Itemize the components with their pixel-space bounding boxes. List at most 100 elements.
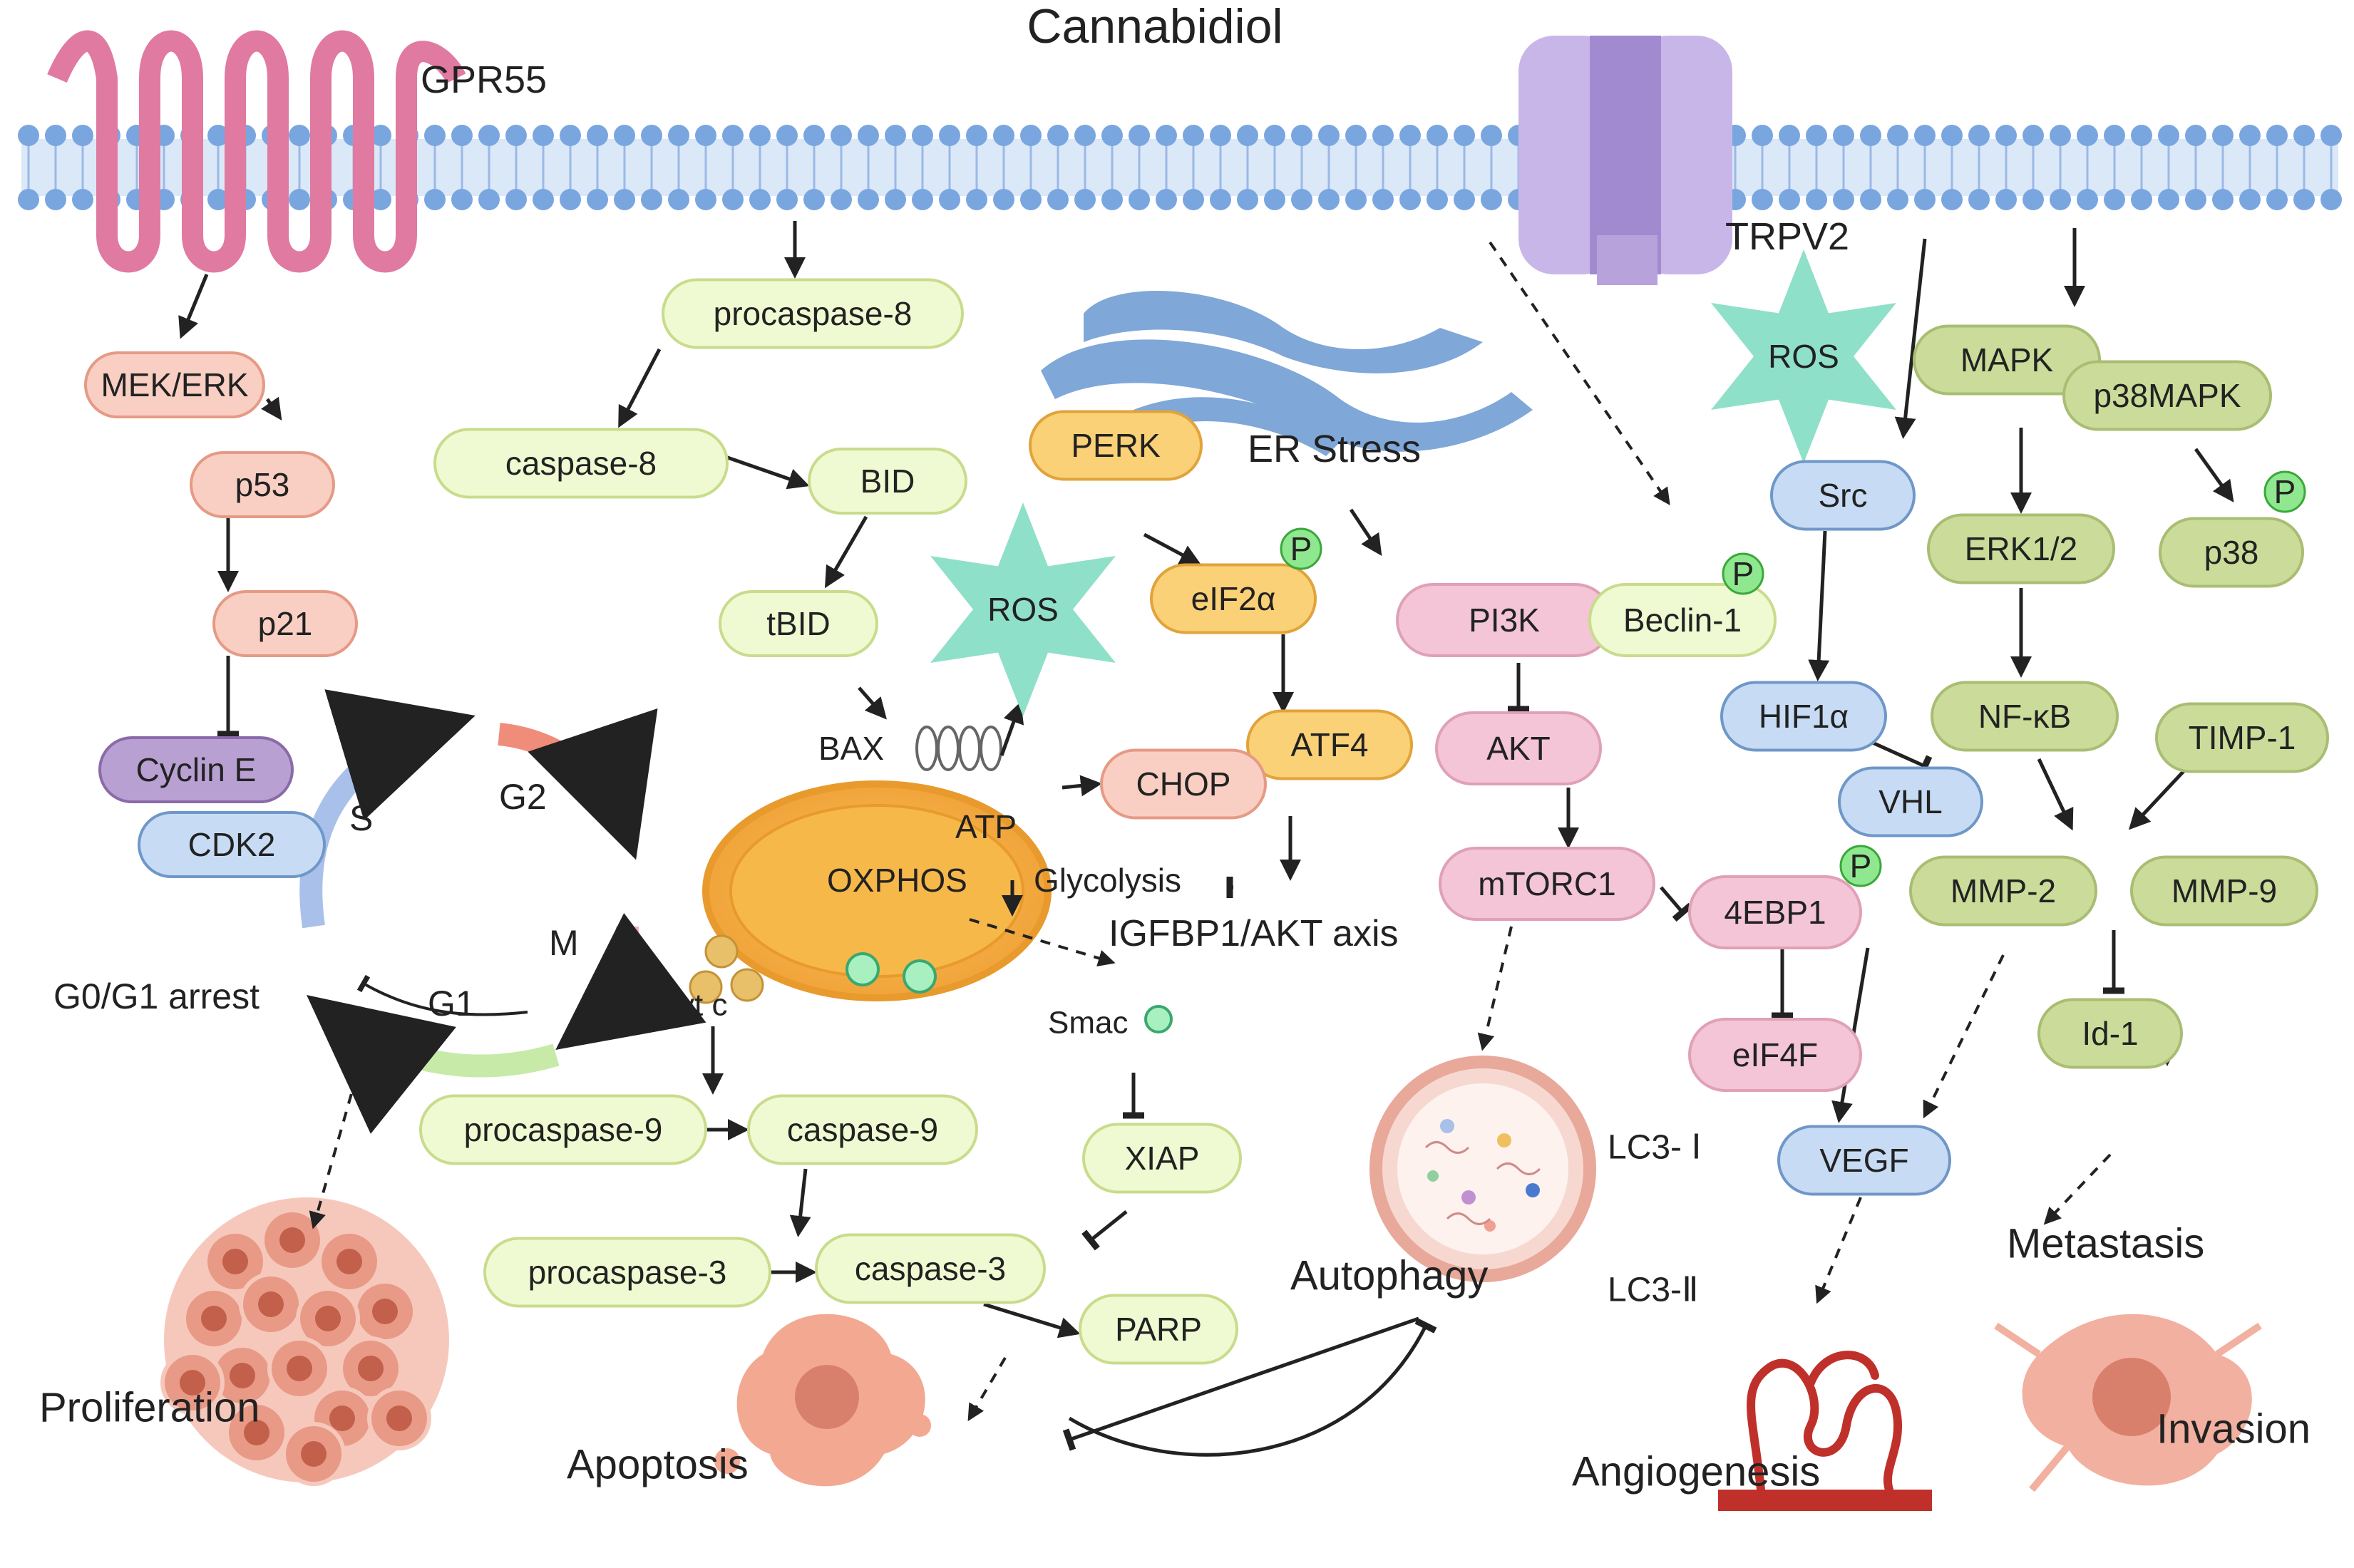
atf4-label: ATF4 [1290, 726, 1368, 763]
id1-label: Id-1 [2082, 1015, 2138, 1052]
autophagy-label: Autophagy [1290, 1253, 1488, 1299]
apoptosis-label: Apoptosis [567, 1442, 749, 1488]
cell-cycle-icon [299, 689, 706, 1134]
activation-edge [858, 686, 887, 720]
activation-edge [1808, 530, 1830, 681]
activation-edge [1894, 238, 1927, 439]
ros-star-right: ROS [1711, 249, 1896, 463]
hif1a-node: HIF1α [1720, 681, 1887, 752]
cyclin-e-label: Cyclin E [136, 751, 257, 788]
gpr55-receptor-icon [47, 30, 466, 273]
procaspase9-label: procaspase-9 [464, 1111, 663, 1148]
indirect-edge [967, 1356, 1007, 1422]
vhl-node: VHL [1838, 766, 1983, 837]
trpv2-channel-icon [1518, 36, 1732, 285]
cdk2-label: CDK2 [188, 826, 276, 863]
tbid-label: tBID [766, 605, 830, 642]
caspase8-node: caspase-8 [433, 428, 729, 499]
p38mapk-node: p38MAPK [2062, 360, 2272, 431]
hif1a-label: HIF1α [1759, 698, 1849, 735]
indirect-edge [1477, 926, 1513, 1051]
indirect-edge [2043, 1153, 2112, 1225]
svg-text:P: P [1732, 555, 1754, 592]
ros-star-left: ROS [930, 502, 1116, 716]
activation-edge [983, 1302, 1081, 1339]
p38-node: p38 [2159, 517, 2304, 588]
oxphos-label: OXPHOS [827, 862, 967, 899]
eif2a-label: eIF2α [1191, 580, 1276, 617]
cell-membrane [18, 125, 2342, 210]
indirect-edge [969, 918, 1116, 966]
mtorc1-label: mTORC1 [1478, 865, 1615, 902]
mmp2-node: MMP-2 [1909, 855, 2097, 927]
mek-erk-label: MEK/ERK [101, 366, 248, 403]
ros-stars: ROS ROS [930, 249, 1896, 716]
phase-g2-label: G2 [499, 777, 547, 817]
er-stress-label: ER Stress [1248, 428, 1421, 470]
eif4f-node: eIF4F [1688, 1018, 1862, 1092]
atp-label: ATP [955, 808, 1017, 845]
nfkb-label: NF-κB [1978, 698, 2071, 735]
timp1-node: TIMP-1 [2155, 702, 2329, 773]
g0-g1-arrest-label: G0/G1 arrest [53, 976, 259, 1016]
indirect-edge [1815, 1197, 1862, 1304]
src-label: Src [1819, 477, 1868, 514]
bax-pore-icon [915, 726, 1002, 771]
tumor-proliferation-icon [160, 1197, 449, 1486]
smac-label: Smac [1048, 1006, 1128, 1041]
mitochondrion-icon [689, 780, 1052, 1004]
smac-badge [1144, 1005, 1173, 1033]
perk-node: PERK [1029, 410, 1203, 481]
eif2a-node: eIF2α [1150, 563, 1317, 634]
indirect-edge [1489, 241, 1670, 505]
perk-label: PERK [1071, 427, 1161, 464]
procaspase3-label: procaspase-3 [528, 1254, 727, 1291]
tbid-node: tBID [719, 590, 878, 657]
activation-edge [261, 396, 282, 421]
caspase9-label: caspase-9 [787, 1111, 938, 1148]
activation-edge [2037, 758, 2074, 831]
pathway-edges [178, 221, 2234, 1457]
eif4f-label: eIF4F [1732, 1036, 1818, 1073]
p21-label: p21 [258, 605, 313, 642]
bid-label: BID [860, 463, 915, 500]
cyt-c-label: cyt c [663, 988, 727, 1023]
svg-text:P: P [2274, 473, 2296, 510]
glycolysis-label: Glycolysis [1034, 862, 1181, 899]
vegf-node: VEGF [1777, 1125, 1951, 1196]
procaspase8-label: procaspase-8 [714, 295, 913, 332]
mapk-node: MAPK [1913, 324, 2101, 396]
svg-text:P: P [1850, 847, 1872, 884]
activation-edge [723, 454, 810, 490]
vegf-label: VEGF [1819, 1142, 1908, 1179]
mmp9-label: MMP-9 [2171, 872, 2277, 909]
p53-node: p53 [190, 451, 335, 518]
phase-g1-label: G1 [428, 984, 476, 1023]
beclin1-node: Beclin-1 [1588, 583, 1777, 657]
inhibition-edge [1081, 1210, 1128, 1251]
pi3k-node: PI3K [1396, 583, 1613, 657]
activation-edge [1062, 775, 1102, 797]
indirect-edge [309, 1076, 358, 1229]
p38mapk-label: p38MAPK [2093, 377, 2241, 414]
phosphorylation-badge: P [1839, 845, 1882, 887]
procaspase8-node: procaspase-8 [662, 278, 964, 349]
activation-edge [2128, 768, 2186, 830]
mek-erk-node: MEK/ERK [84, 351, 265, 418]
id1-node: Id-1 [2037, 998, 2183, 1069]
nfkb-node: NF-κB [1931, 681, 2119, 752]
invasion-label: Invasion [2157, 1406, 2311, 1453]
proliferation-label: Proliferation [39, 1385, 259, 1431]
cyclin-e-node: Cyclin E [98, 736, 294, 803]
svg-text:P: P [1290, 530, 1312, 567]
p53-label: p53 [235, 466, 290, 503]
svg-text:ROS: ROS [1768, 338, 1839, 375]
mmp2-label: MMP-2 [1950, 872, 2056, 909]
metastasis-label: Metastasis [2007, 1221, 2204, 1267]
akt-node: AKT [1435, 711, 1602, 785]
phosphorylation-badge: P [1722, 552, 1764, 595]
gpr55-label: GPR55 [421, 58, 547, 101]
erk12-node: ERK1/2 [1927, 513, 2115, 584]
